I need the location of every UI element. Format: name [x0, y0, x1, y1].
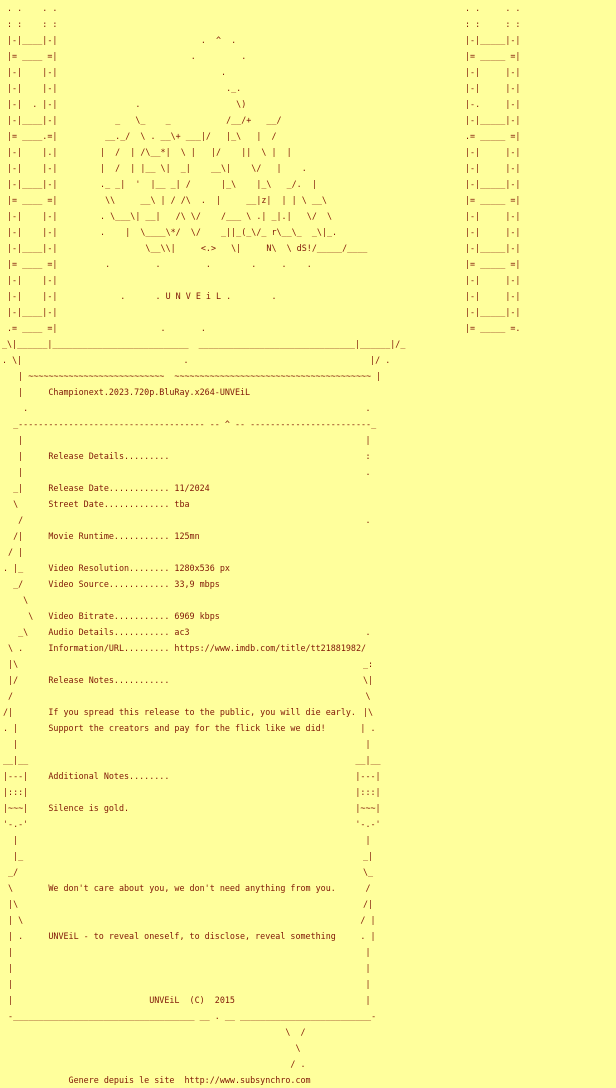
ascii-pillar-left: . . . . : : : : |-|____|-| |= ____ =| |-… [7, 3, 58, 333]
nfo-body-text: | ~~~~~~~~~~~~~~~~~~~~~~~~~~~ ~~~~~~~~~~… [3, 371, 382, 1085]
ascii-body-right-border: . | : . . . _: \| \ |\ | . | __|__ |---|… [355, 403, 381, 1005]
ascii-header-art: . ^ . . . . ._. . \) _ \_ _ /__/+ __/ __… [100, 35, 368, 333]
ascii-connector: _\|______|___________________________ __… [2, 339, 406, 365]
ascii-pillar-right: . . . . : : : : |-|_____|-| |= _____ =| … [465, 3, 521, 333]
